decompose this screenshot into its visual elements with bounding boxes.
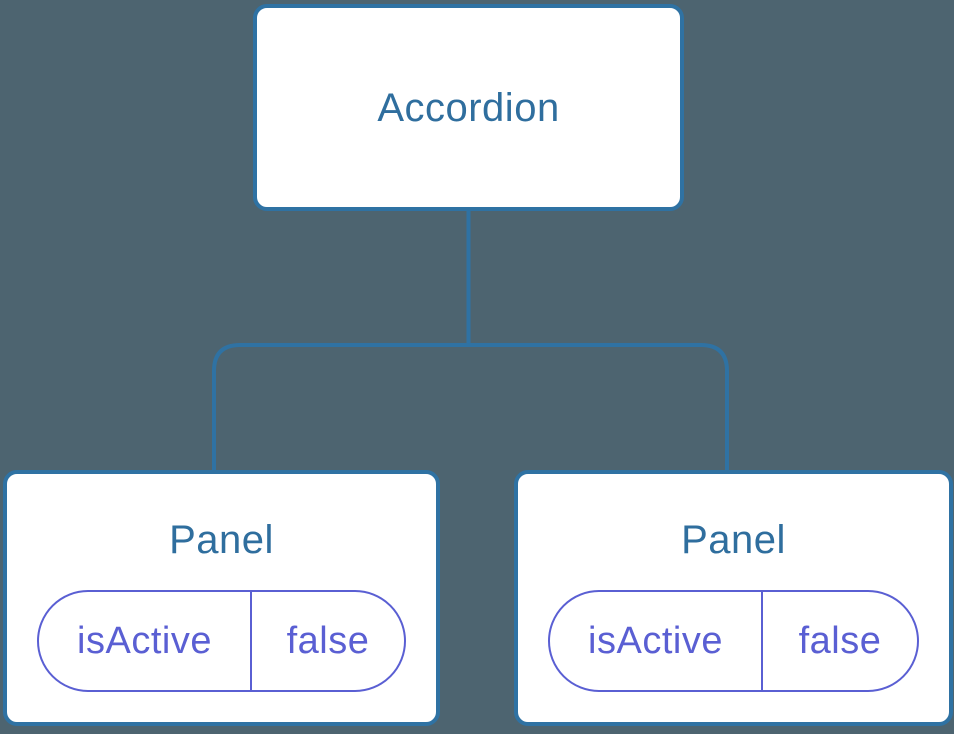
node-panel-2-state-pill: isActive false [548,590,919,692]
node-panel-1-label: Panel [169,518,274,562]
node-panel-2: Panel isActive false [514,470,953,726]
node-accordion: Accordion [253,4,684,211]
node-panel-2-label: Panel [681,518,786,562]
state-key-label: isActive [550,592,763,690]
node-panel-1: Panel isActive false [3,470,440,726]
node-accordion-label: Accordion [377,85,560,130]
state-key-label: isActive [39,592,252,690]
node-panel-1-state-pill: isActive false [37,590,406,692]
connector-branch-bracket [212,343,729,473]
state-value-label: false [286,619,370,662]
state-value-label: false [798,619,882,662]
